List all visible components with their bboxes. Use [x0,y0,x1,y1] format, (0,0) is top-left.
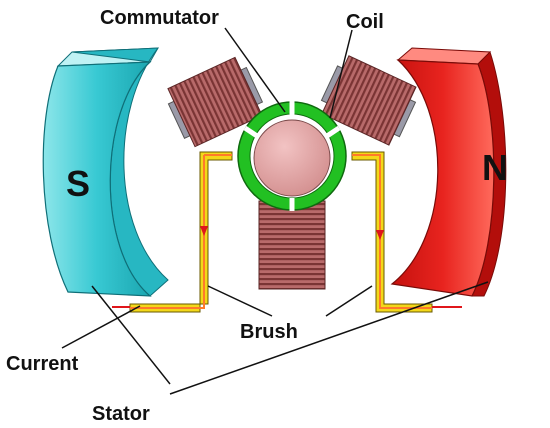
south-stator-pole [42,47,169,297]
current-lines [112,226,462,308]
left-coil [167,56,264,148]
left-brush [129,151,233,313]
north-stator-pole [390,47,507,297]
bottom-coil [258,200,326,290]
rotor-core [253,119,331,197]
brush-label: Brush [240,321,298,343]
current-down-arrow-icon [376,230,384,240]
right-coil [320,55,417,146]
leader-lines [61,27,489,395]
current-label: Current [6,353,79,375]
stator-label: Stator [92,403,150,425]
south-pole-label: S [66,163,90,204]
coil-label: Coil [346,11,384,33]
current-up-arrow-icon [200,226,208,236]
commutator-label: Commutator [100,7,219,29]
north-pole-label: N [482,147,508,188]
